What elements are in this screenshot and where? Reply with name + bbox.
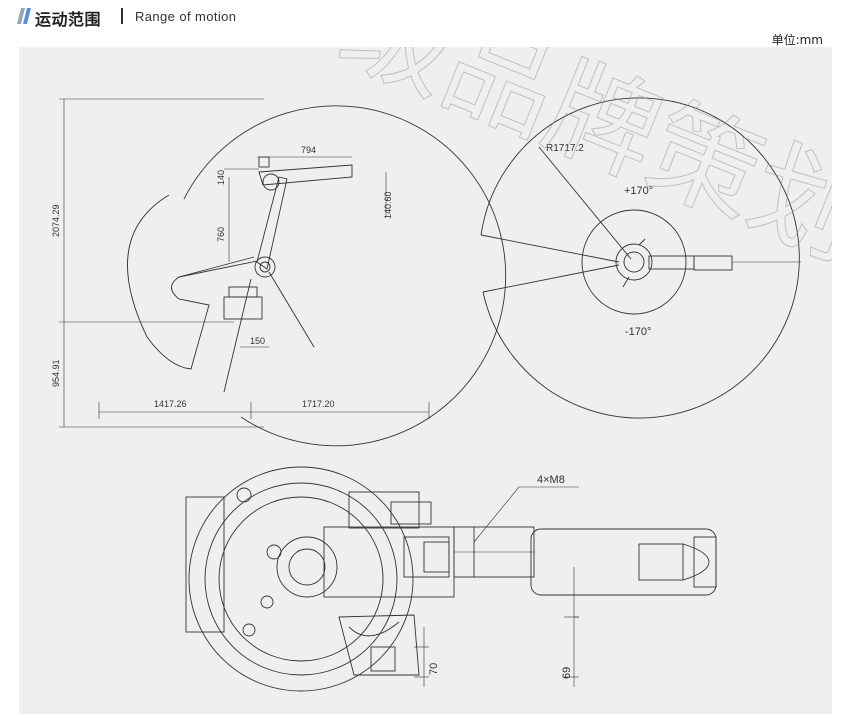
dim-left-reach: 1417.26	[154, 399, 187, 409]
forearm	[530, 528, 717, 596]
top-envelope-inner	[581, 209, 687, 315]
dim-70: 70	[428, 663, 440, 675]
top-view	[480, 97, 801, 419]
side-view	[59, 98, 507, 447]
dim-arm-length: 794	[301, 145, 316, 155]
dim-wrist-right: 140.60	[383, 191, 393, 219]
flange-view	[185, 466, 717, 692]
unit-label: 单位:mm	[771, 33, 823, 47]
dim-right-reach: 1717.20	[302, 399, 335, 409]
bolt-label: 4×M8	[537, 474, 565, 486]
radius-label: R1717.2	[546, 143, 584, 154]
top-envelope-outer	[480, 97, 800, 419]
robot-base	[223, 296, 263, 320]
dim-height-lower: 954.91	[51, 359, 61, 387]
lower-housing	[338, 614, 420, 676]
section-title: 运动范围	[35, 10, 102, 29]
top-robot-arm	[648, 255, 695, 270]
robot-lower-arm	[256, 176, 288, 270]
dim-wrist-offset: 140	[216, 170, 226, 185]
base-ring-outer	[188, 466, 414, 692]
side-envelope-inner	[127, 194, 255, 370]
drawing-panel: 2074.29 954.91 1417.26 1717.20 794 140 7…	[19, 47, 832, 714]
side-envelope-outer	[183, 105, 507, 447]
title-divider	[121, 8, 123, 24]
motor-housing	[323, 526, 455, 598]
mount-plate	[185, 496, 225, 633]
section-subtitle: Range of motion	[135, 9, 237, 24]
technical-drawing: 2074.29 954.91 1417.26 1717.20 794 140 7…	[51, 47, 832, 692]
robot-upper-arm	[258, 164, 353, 186]
angle-negative: -170°	[625, 326, 651, 338]
dim-height-total: 2074.29	[51, 204, 61, 237]
dim-69: 69	[561, 667, 573, 679]
angle-positive: +170°	[624, 185, 653, 197]
section-header: 运动范围 Range of motion 单位:mm	[0, 0, 850, 47]
dim-base-offset: 150	[250, 336, 265, 346]
dim-upper-arm: 760	[216, 227, 226, 242]
watermark-text: 级品牌策划	[325, 47, 832, 282]
title-accent-icon	[17, 8, 31, 24]
